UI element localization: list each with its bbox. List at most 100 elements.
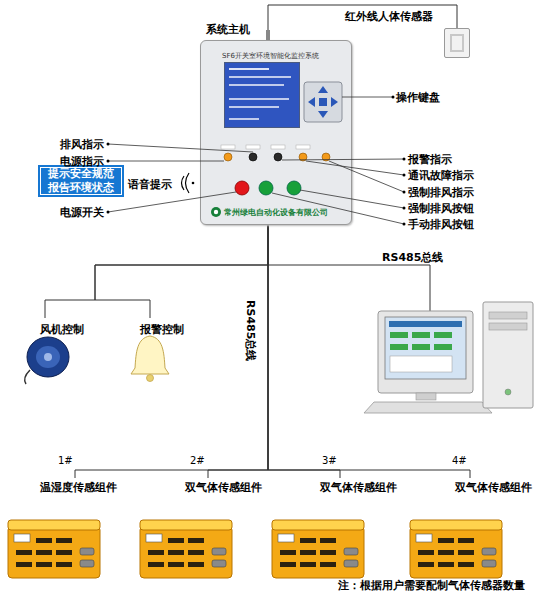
leader-dot — [107, 160, 110, 163]
callout-number: 3# — [322, 455, 337, 466]
keypad-key — [318, 111, 328, 118]
bus-connector — [268, 225, 470, 478]
pc-screen — [385, 317, 466, 379]
callout-number: 4# — [452, 455, 467, 466]
company-name: 常州绿电自动化设备有限公司 — [224, 207, 328, 218]
screen-title: SF6开关室环境智能化监控系统 — [222, 51, 319, 61]
rs485-wire — [268, 265, 430, 311]
alarm-label: 报警控制 — [140, 322, 184, 337]
sound-wave — [186, 173, 190, 193]
pc-tower — [483, 302, 533, 408]
pc-power-led — [505, 389, 511, 395]
bus-connector — [268, 5, 457, 40]
callout-label: 报警指示 — [408, 152, 452, 167]
leader-dot — [107, 143, 110, 146]
lamp-tag — [271, 145, 285, 149]
prompt-text: 提示安全规范 报告环境状态 — [39, 167, 123, 195]
infrared-sensor: 红外线人体传感器 — [444, 28, 470, 58]
leader-dot — [392, 96, 395, 99]
company-logo — [211, 207, 221, 217]
sensor-label: 双气体传感组件 — [185, 480, 262, 495]
sound-wave — [182, 176, 185, 190]
leader-dot — [403, 207, 406, 210]
callout-number: 2# — [190, 455, 205, 466]
display-line — [229, 106, 279, 108]
company-logo-inner — [214, 210, 218, 214]
pc-drive — [489, 312, 527, 319]
power-lamp — [224, 153, 232, 161]
callout-number: 1# — [58, 455, 73, 466]
keypad — [304, 82, 342, 122]
bus-connector — [208, 225, 268, 478]
leader-dot — [107, 211, 110, 214]
bus-connector — [268, 225, 340, 478]
bus-label: RS485总线 — [243, 300, 258, 361]
leader-line — [342, 97, 393, 98]
leader-line — [272, 193, 404, 224]
fan-label: 风机控制 — [40, 322, 84, 337]
note-text: 注：根据用户需要配制气体传感器数量 — [338, 578, 525, 593]
pc-screen-cell — [412, 332, 430, 338]
callout-label: 语音提示 — [128, 177, 172, 192]
display-line — [229, 118, 259, 120]
leader-line — [329, 161, 404, 192]
leader-dot — [403, 191, 406, 194]
pc-screen-panel — [390, 356, 452, 372]
power-switch — [235, 181, 249, 195]
forced-exhaust-lamp — [322, 153, 330, 161]
sensor-module — [410, 520, 502, 578]
display-line — [229, 68, 269, 70]
leader-dot — [403, 223, 406, 226]
display-line — [229, 98, 289, 100]
comm-fault-lamp — [299, 153, 307, 161]
leader-line — [108, 144, 253, 152]
pc-screen-cell — [434, 332, 452, 338]
leader-dot — [403, 174, 406, 177]
pc-monitor — [378, 311, 473, 393]
pc-screen-cell — [390, 332, 408, 338]
sensor-label: 双气体传感组件 — [320, 480, 397, 495]
callout-label: 操作键盘 — [396, 90, 440, 105]
keypad-key — [318, 86, 328, 93]
pc-screen-bar — [389, 321, 462, 327]
keypad-key — [308, 97, 315, 107]
bus-connector — [95, 225, 268, 318]
bell-symbol — [131, 336, 169, 374]
fan-symbol — [27, 337, 69, 377]
fan-hub — [36, 346, 60, 368]
sensor-node: 双气体传感组件 — [272, 478, 367, 580]
exhaust-lamp — [249, 153, 257, 161]
display-line — [229, 84, 284, 86]
leader-dot — [403, 158, 406, 161]
alarm-lamp — [274, 153, 282, 161]
alarm-control: 报警控制 — [128, 318, 190, 384]
leader-lines — [108, 97, 404, 224]
sensor-node: 温湿度传感组件 — [8, 478, 103, 580]
leader-line — [282, 159, 404, 160]
forced-exhaust-button — [287, 181, 301, 195]
fan-cable — [25, 370, 30, 384]
bus-connector — [45, 225, 268, 318]
callout-label: 强制排风按钮 — [408, 201, 474, 216]
speaker-dot — [192, 182, 195, 185]
lamp-tag — [246, 145, 260, 149]
sensor-name: 红外线人体传感器 — [345, 9, 433, 24]
callout-label: 强制排风指示 — [408, 185, 474, 200]
pc-keyboard — [364, 402, 492, 413]
unit-title: 系统主机 — [206, 22, 250, 37]
lamp-tag — [221, 145, 235, 149]
manual-exhaust-button — [259, 181, 273, 195]
callout-label: 手动排风按钮 — [408, 217, 474, 232]
pc-stand — [416, 393, 436, 400]
speaker-waves — [182, 173, 190, 193]
keypad-key — [319, 98, 327, 106]
voice-prompt-box: 提示安全规范 报告环境状态 — [38, 165, 124, 197]
callout-label: 电源开关 — [60, 205, 104, 220]
fan-control: 风机控制 — [20, 318, 90, 380]
lamp-tag — [296, 145, 310, 149]
sensor-label: 双气体传感组件 — [455, 480, 532, 495]
leader-line — [300, 190, 404, 208]
callout-label: 通讯故障指示 — [408, 168, 474, 183]
